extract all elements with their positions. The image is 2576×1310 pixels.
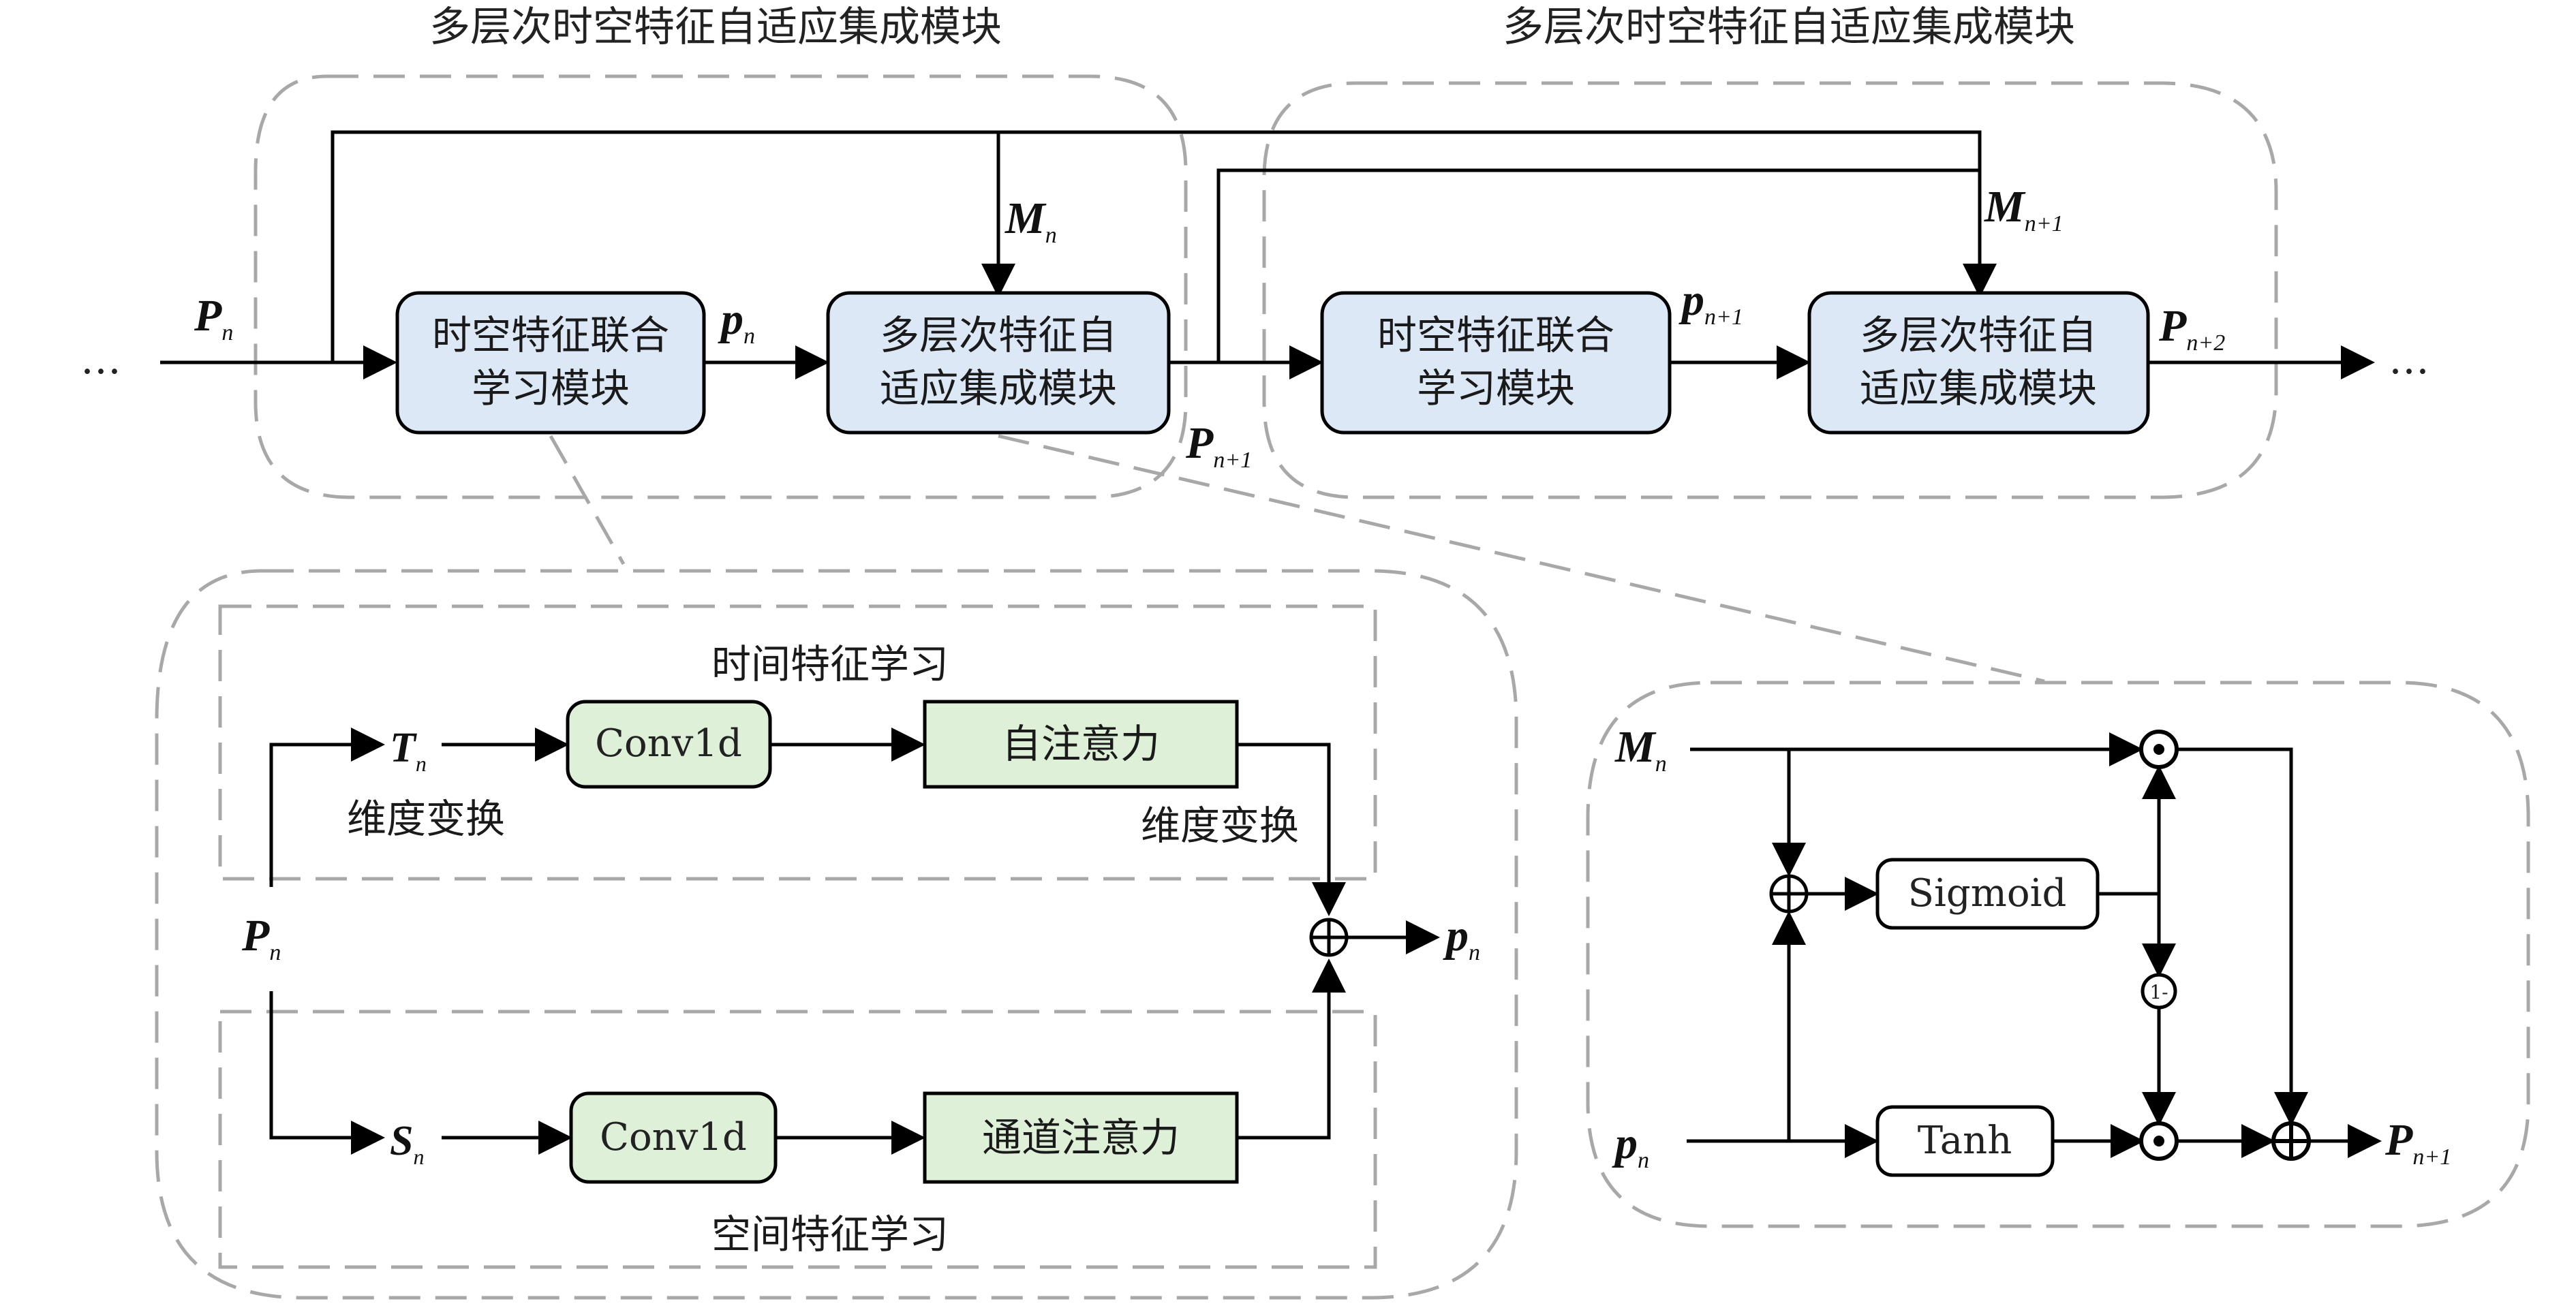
label-S-n: Sn (390, 1118, 424, 1169)
tanh-label: Tanh (1918, 1119, 2012, 1163)
detail-left-dashed-region (155, 569, 1518, 1300)
dim-transform-left-label: 维度变换 (347, 796, 505, 842)
temporal-learning-region (218, 604, 1377, 881)
sum-node-left (1309, 918, 1349, 957)
box1-line2: 学习模块 (472, 365, 630, 411)
box4-line1: 多层次特征自 (1860, 312, 2097, 358)
box2-line2: 适应集成模块 (880, 365, 1117, 411)
top-right-dashed-region (1262, 81, 2278, 499)
ellipsis-left: … (80, 336, 121, 384)
label-P-n1-top: Pn+1 (1185, 418, 1252, 473)
sum-node-output (2271, 1121, 2311, 1161)
wire-hadamard-top-to-sum (2178, 747, 2308, 1126)
box3-line1: 时空特征联合 (1377, 312, 1614, 358)
label-M-n-top: Mn (1005, 193, 1057, 248)
tanh-box: Tanh (1875, 1105, 2055, 1177)
self-attention-label: 自注意力 (1002, 721, 1160, 767)
label-p-n-output: pn (1443, 911, 1480, 965)
wire-skip-top-inner (1216, 168, 1980, 362)
hadamard-node-bottom (2139, 1121, 2179, 1161)
temporal-learning-title: 时间特征学习 (711, 641, 949, 687)
sigmoid-label: Sigmoid (1908, 871, 2067, 916)
self-attention-box: 自注意力 (923, 700, 1239, 789)
title-left-module: 多层次时空特征自适应集成模块 (429, 3, 1002, 51)
conv1d-spatial-label: Conv1d (600, 1115, 747, 1159)
wire-skip-top-outer (331, 130, 1997, 362)
label-P-n-detail: Pn (241, 911, 281, 965)
hadamard-node-top (2139, 730, 2179, 769)
spatial-learning-title: 空间特征学习 (711, 1211, 949, 1258)
sum-node-gate-input (1769, 874, 1809, 914)
label-T-n: Tn (390, 725, 427, 776)
label-M-n1-top: Mn+1 (1984, 182, 2064, 236)
box4-line2: 适应集成模块 (1860, 365, 2097, 411)
label-p-n1-top: pn+1 (1678, 275, 1743, 330)
label-P-n2-top: Pn+2 (2158, 301, 2225, 356)
channel-attention-box: 通道注意力 (923, 1091, 1239, 1184)
wire-selfattn-to-sum (1237, 743, 1346, 916)
box-spatiotemporal-joint-learning-2: 时空特征联合 学习模块 (1320, 291, 1672, 435)
label-p-n-detail: pn (1612, 1119, 1649, 1173)
title-right-module: 多层次时空特征自适应集成模块 (1503, 3, 2075, 51)
label-P-n1-detail: Pn+1 (2385, 1115, 2451, 1170)
conv1d-temporal-label: Conv1d (595, 721, 742, 766)
channel-attention-label: 通道注意力 (982, 1114, 1180, 1161)
one-minus-label: 1- (2149, 981, 2168, 1003)
conv1d-temporal-box: Conv1d (566, 700, 772, 789)
box3-line2: 学习模块 (1417, 365, 1575, 411)
top-left-dashed-region (254, 74, 1188, 499)
box-multilevel-adaptive-integration-1: 多层次特征自 适应集成模块 (826, 291, 1171, 435)
wire-Pn-to-Tn (269, 728, 385, 887)
box-spatiotemporal-joint-learning-1: 时空特征联合 学习模块 (395, 291, 706, 435)
one-minus-node: 1- (2141, 973, 2177, 1010)
box1-line1: 时空特征联合 (432, 312, 669, 358)
label-M-n-detail: Mn (1614, 722, 1667, 777)
label-p-n-top: pn (718, 294, 755, 349)
label-P-n-top: Pn (194, 291, 233, 345)
wire-Pn-to-Sn (269, 991, 385, 1155)
spatial-learning-region (218, 1010, 1377, 1269)
conv1d-spatial-box: Conv1d (569, 1091, 778, 1184)
zoom-guide-right-1 (998, 434, 2045, 683)
ellipsis-right: … (2389, 336, 2429, 384)
detail-right-dashed-region (1586, 681, 2530, 1228)
box2-line1: 多层次特征自 (880, 312, 1117, 358)
wire-chanattn-to-sum (1237, 958, 1346, 1140)
dim-transform-right-label: 维度变换 (1141, 802, 1299, 849)
box-multilevel-adaptive-integration-2: 多层次特征自 适应集成模块 (1807, 291, 2150, 435)
zoom-guide-left-1 (549, 435, 626, 565)
sigmoid-box: Sigmoid (1875, 858, 2100, 930)
